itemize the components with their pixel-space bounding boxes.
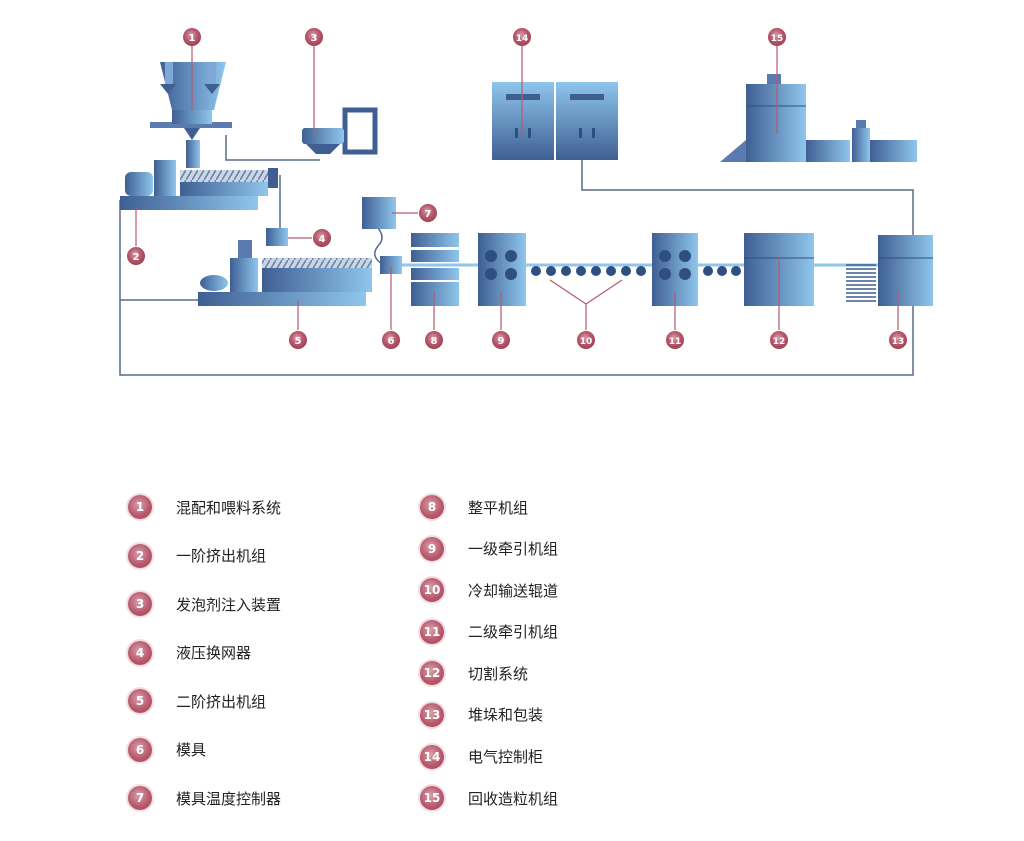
legend-badge: 9 [420, 536, 444, 561]
legend-label: 一级牵引机组 [468, 540, 559, 559]
legend-badge: 10 [420, 578, 444, 603]
electrical-cabinet [492, 82, 618, 160]
die-temperature-controller [362, 197, 396, 229]
second-haul-off [652, 233, 741, 306]
marker-7: 7 [419, 204, 437, 222]
legend-label: 堆垛和包装 [468, 706, 544, 725]
recycling-pelletizer [720, 74, 917, 162]
legend-item-15: 15 回收造粒机组 [420, 786, 559, 811]
legend-label: 整平机组 [468, 498, 529, 517]
legend-item-8: 8 整平机组 [420, 495, 558, 519]
legend-badge: 7 [128, 786, 152, 810]
legend-label: 切割系统 [468, 664, 529, 683]
legend-label: 二级牵引机组 [468, 623, 559, 642]
marker-9: 9 [492, 331, 510, 349]
marker-11: 11 [666, 331, 684, 349]
legend-item-9: 9 一级牵引机组 [420, 536, 559, 561]
legend-item-2: 2 一阶挤出机组 [128, 543, 281, 568]
leveling-unit [411, 233, 459, 306]
legend-badge: 4 [128, 640, 152, 665]
marker-6-label: 6 [388, 336, 395, 347]
legend-label: 冷却输送辊道 [468, 581, 559, 600]
die [380, 256, 402, 274]
marker-4-label: 4 [319, 234, 326, 245]
legend-label: 二阶挤出机组 [176, 692, 267, 711]
marker-13-label: 13 [892, 337, 905, 347]
legend-label: 模具 [176, 741, 207, 759]
legend-label: 液压换网器 [176, 644, 252, 662]
marker-15: 15 [768, 28, 786, 46]
marker-14-label: 14 [516, 34, 529, 44]
legend-column-2: 8 整平机组 9 一级牵引机组 10 冷却输送辊道 11 二级牵引机组 12 切割系统 1… [420, 495, 558, 828]
legend-label: 一阶挤出机组 [176, 547, 267, 565]
legend-label: 发泡剂注入装置 [176, 595, 282, 614]
cooling-conveyor [531, 266, 646, 276]
legend-badge: 15 [420, 786, 444, 811]
marker-4: 4 [313, 229, 331, 247]
marker-5: 5 [289, 331, 307, 349]
legend-item-5: 5 二阶挤出机组 [128, 689, 281, 713]
legend-badge: 14 [420, 744, 444, 769]
legend-badge: 12 [420, 661, 444, 686]
marker-1: 1 [183, 28, 201, 46]
legend-item-3: 3 发泡剂注入装置 [128, 592, 281, 616]
conveyor-pointer [549, 279, 623, 305]
legend-badge: 11 [420, 619, 444, 644]
screen-changer [266, 228, 288, 246]
legend-item-12: 12 切割系统 [420, 661, 558, 686]
marker-6: 6 [382, 331, 400, 349]
legend-badge: 3 [128, 592, 152, 616]
marker-leaders [135, 46, 899, 330]
marker-13: 13 [889, 331, 907, 349]
legend-item-11: 11 二级牵引机组 [420, 619, 559, 644]
second-stage-extruder [198, 240, 372, 306]
legend-badge: 5 [128, 689, 152, 713]
marker-8-label: 8 [431, 336, 438, 347]
marker-2: 2 [127, 247, 145, 265]
first-haul-off [478, 233, 526, 306]
first-stage-extruder [120, 160, 278, 210]
marker-11-label: 11 [669, 337, 682, 347]
marker-12: 12 [770, 331, 788, 349]
marker-10: 10 [577, 331, 595, 349]
marker-3-label: 3 [311, 33, 318, 44]
legend-label: 电气控制柜 [468, 748, 544, 767]
legend-badge: 1 [128, 495, 152, 519]
mixing-feeding-system [150, 62, 232, 168]
legend-label: 模具温度控制器 [176, 789, 282, 808]
legend-badge: 6 [128, 737, 152, 762]
process-flow-diagram: 1 2 3 4 5 6 7 8 9 10 11 12 13 14 15 [119, 28, 933, 376]
marker-3: 3 [305, 28, 323, 46]
marker-9-label: 9 [498, 336, 505, 347]
legend-label: 混配和喂料系统 [176, 498, 282, 517]
legend-badge: 8 [420, 495, 444, 519]
legend-badge: 13 [420, 702, 444, 727]
stacking-packing [846, 235, 933, 306]
legend-item-7: 7 模具温度控制器 [128, 786, 281, 810]
marker-2-label: 2 [133, 252, 140, 263]
legend-item-6: 6 模具 [128, 737, 281, 762]
marker-1-label: 1 [189, 33, 196, 44]
marker-10-label: 10 [580, 337, 593, 347]
marker-7-label: 7 [425, 209, 432, 220]
marker-12-label: 12 [773, 337, 786, 347]
marker-8: 8 [425, 331, 443, 349]
marker-14: 14 [513, 28, 531, 46]
marker-15-label: 15 [771, 34, 784, 44]
legend-item-4: 4 液压换网器 [128, 640, 281, 665]
legend-item-1: 1 混配和喂料系统 [128, 495, 281, 519]
legend-item-14: 14 电气控制柜 [420, 744, 558, 769]
legend-badge: 2 [128, 543, 152, 568]
legend-label: 回收造粒机组 [468, 789, 559, 808]
marker-5-label: 5 [295, 336, 302, 347]
foaming-agent-injection [302, 107, 378, 155]
legend-column-1: 1 混配和喂料系统 2 一阶挤出机组 3 发泡剂注入装置 4 液压换网器 5 二阶挤出机组… [128, 495, 281, 835]
legend-item-13: 13 堆垛和包装 [420, 702, 558, 727]
legend-item-10: 10 冷却输送辊道 [420, 578, 559, 603]
